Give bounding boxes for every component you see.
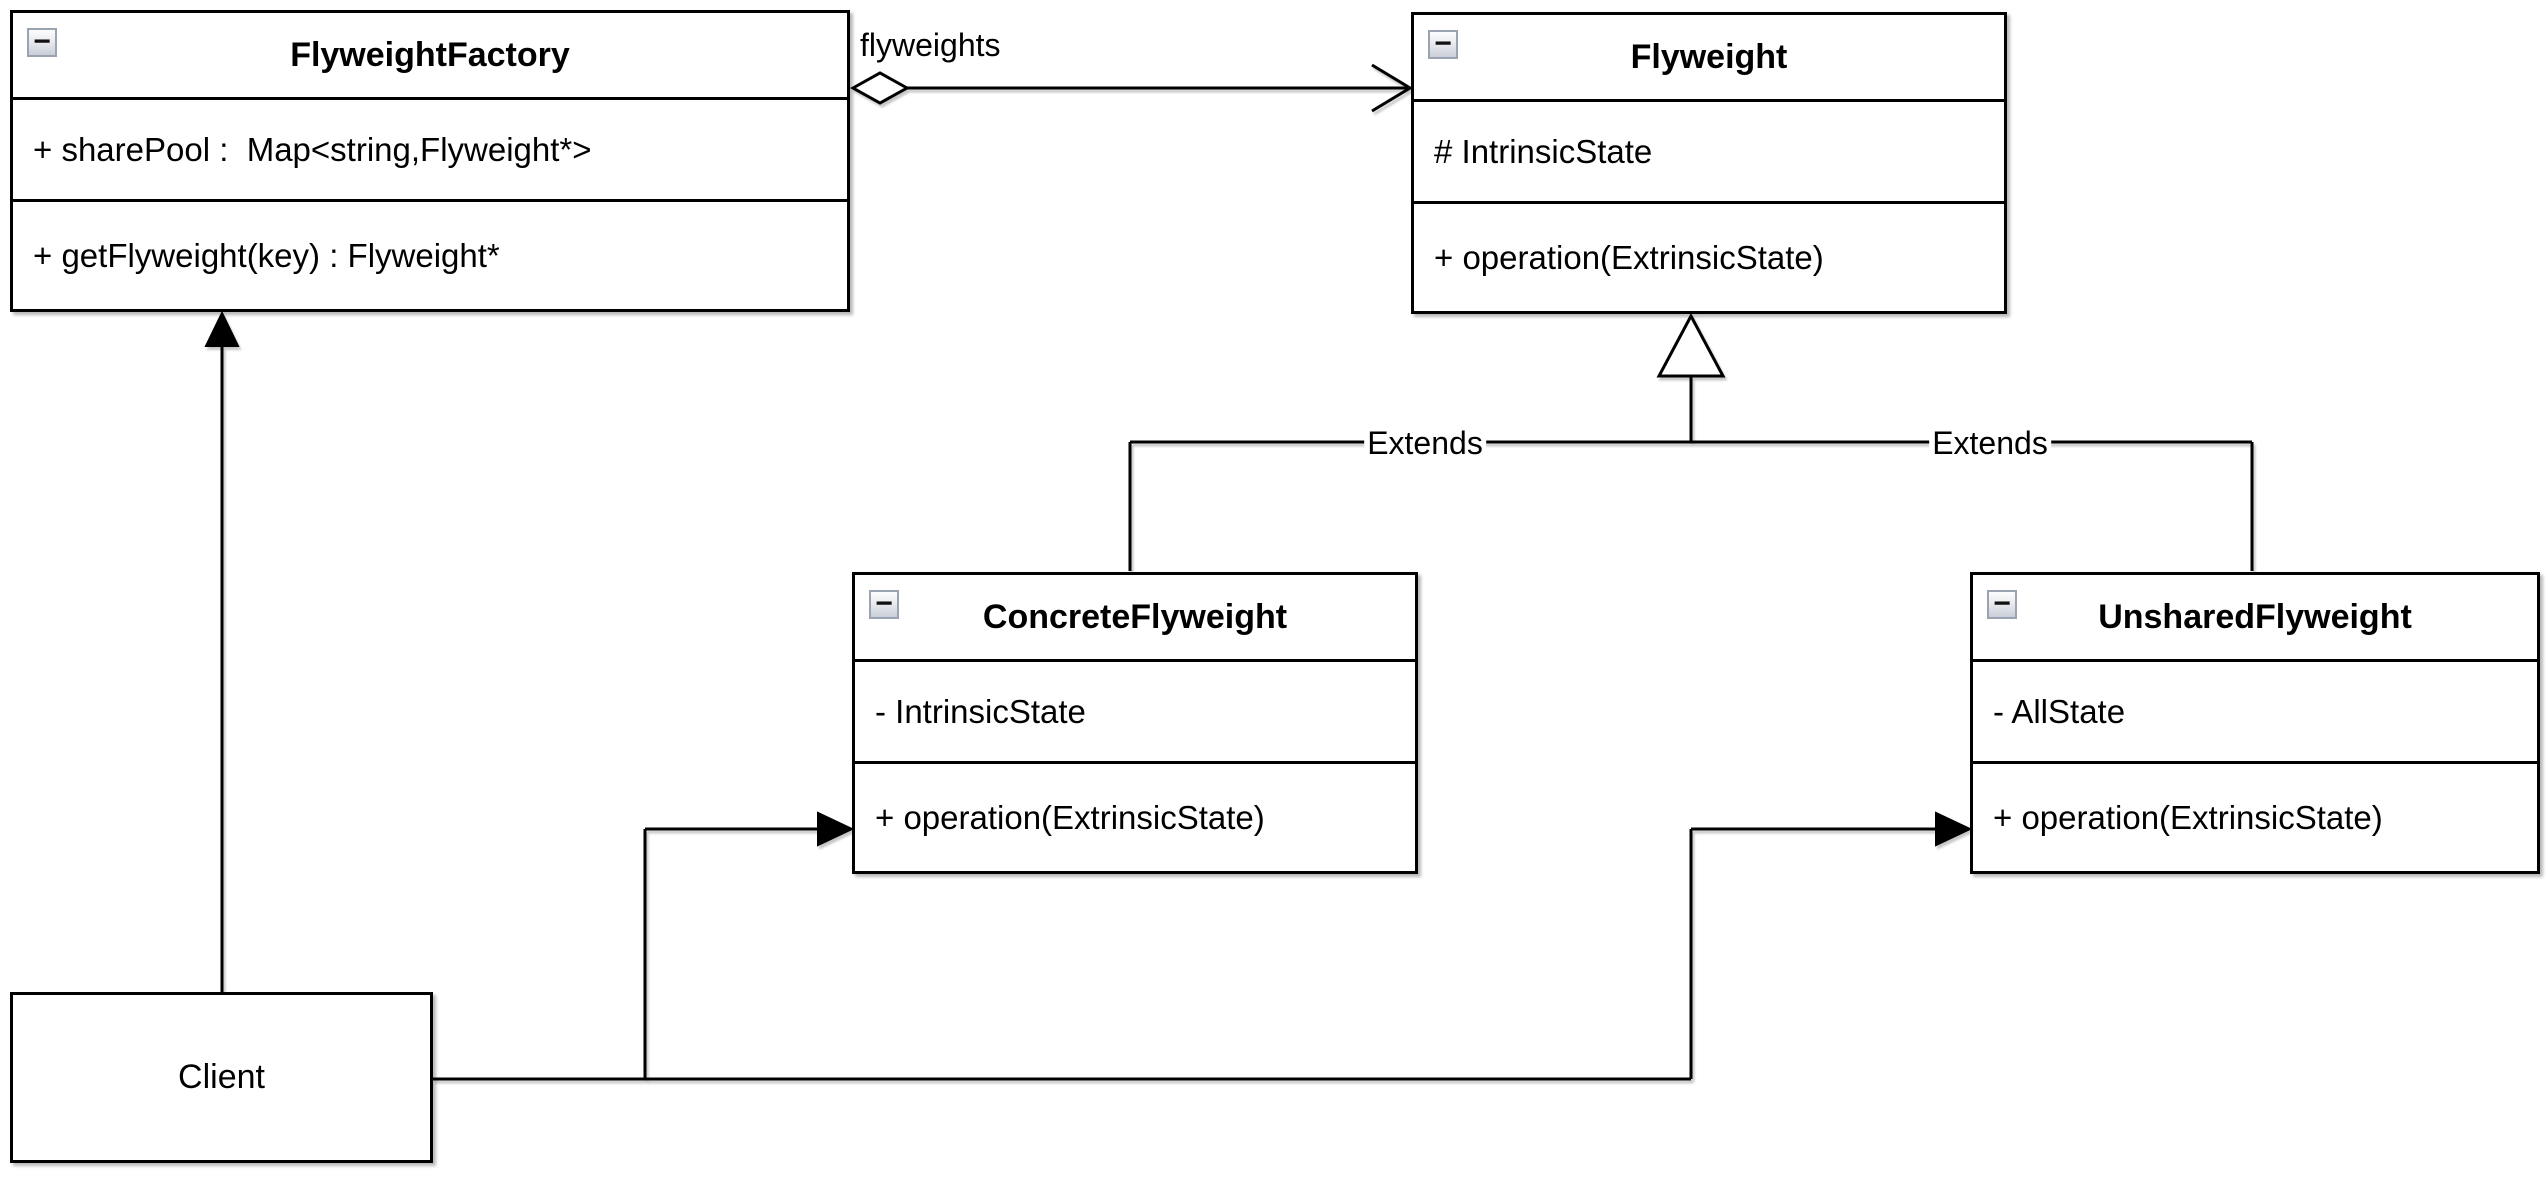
class-client[interactable]: Client [10,992,433,1163]
collapse-minus-icon[interactable]: − [1987,589,2017,619]
collapse-minus-icon[interactable]: − [27,27,57,57]
client-factory-edge[interactable] [204,310,240,992]
aggregation-label-flyweights[interactable]: flyweights [857,27,1004,63]
class-attribute-row: # IntrinsicState [1414,102,2004,204]
filled-arrowhead-icon [204,310,240,347]
class-method-row: + operation(ExtrinsicState) [1973,764,2537,871]
class-title-row: − UnsharedFlyweight [1973,575,2537,662]
class-title: FlyweightFactory [290,35,570,74]
client-flyweights-edge[interactable] [433,811,1973,1081]
class-title: Flyweight [1630,37,1788,76]
method-text: + getFlyweight(key) : Flyweight* [33,236,500,274]
inheritance-triangle-icon [1656,312,1726,378]
attribute-text: - IntrinsicState [875,692,1086,730]
class-title: UnsharedFlyweight [2098,597,2412,636]
class-flyweight-factory[interactable]: − FlyweightFactory + sharePool : Map<str… [10,10,850,312]
extends-label-right[interactable]: Extends [1929,425,2051,461]
collapse-minus-icon[interactable]: − [869,589,899,619]
class-title-row: − Flyweight [1414,15,2004,102]
class-method-row: + getFlyweight(key) : Flyweight* [13,202,847,309]
filled-arrowhead-icon [817,811,855,847]
attribute-text: # IntrinsicState [1434,132,1653,170]
attribute-text: + sharePool : Map<string,Flyweight*> [33,130,592,168]
class-attribute-row: + sharePool : Map<string,Flyweight*> [13,100,847,202]
class-title: Client [178,1058,265,1096]
class-title-row: − FlyweightFactory [13,13,847,100]
class-attribute-row: - IntrinsicState [855,662,1415,764]
method-text: + operation(ExtrinsicState) [875,798,1265,836]
filled-arrowhead-icon [1935,811,1973,847]
class-flyweight[interactable]: − Flyweight # IntrinsicState + operation… [1411,12,2007,314]
class-title: ConcreteFlyweight [982,597,1288,636]
method-text: + operation(ExtrinsicState) [1993,798,2383,836]
collapse-minus-icon[interactable]: − [1428,29,1458,59]
class-title-row: − ConcreteFlyweight [855,575,1415,662]
extends-label-left[interactable]: Extends [1364,425,1486,461]
class-attribute-row: - AllState [1973,662,2537,764]
open-arrowhead-icon [1371,63,1413,113]
aggregation-edge-flyweights[interactable] [849,63,1413,113]
method-text: + operation(ExtrinsicState) [1434,238,1824,276]
class-concrete-flyweight[interactable]: − ConcreteFlyweight - IntrinsicState + o… [852,572,1418,874]
class-method-row: + operation(ExtrinsicState) [855,764,1415,871]
class-method-row: + operation(ExtrinsicState) [1414,204,2004,311]
aggregation-diamond-icon [849,71,911,105]
attribute-text: - AllState [1993,692,2126,730]
class-unshared-flyweight[interactable]: − UnsharedFlyweight - AllState + operati… [1970,572,2540,874]
inheritance-edge[interactable] [1128,312,2254,571]
